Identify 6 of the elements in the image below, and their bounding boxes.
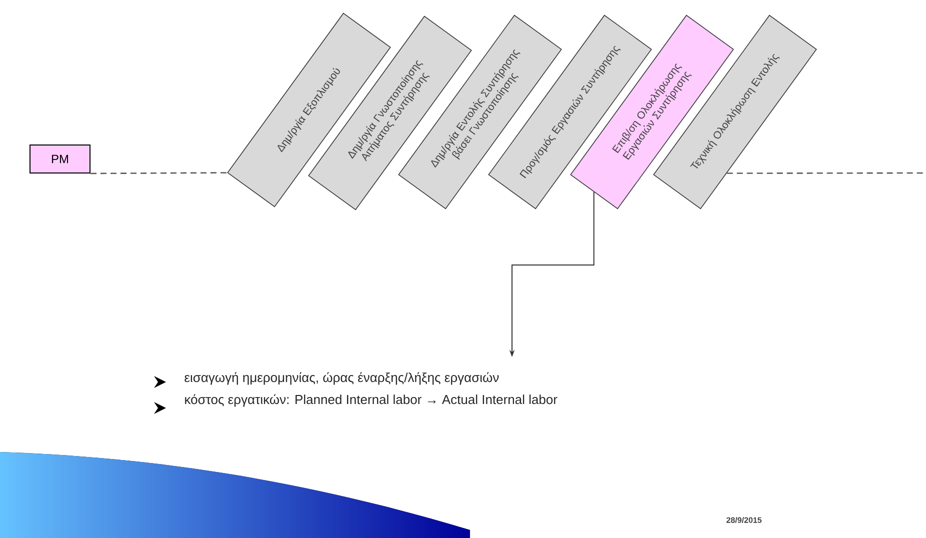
- bullet-text: εισαγωγή ημερομηνίας, ώρας έναρξης/λήξης εργασιών: [184, 372, 499, 385]
- date-label: 28/9/2015: [726, 517, 762, 523]
- process-box: PM: [30, 144, 90, 174]
- connector-line: [726, 172, 926, 174]
- connector-line: [90, 172, 228, 174]
- bullet-text: κόστος εργατικών: Planned Internal labor → Actual Internal labor: [185, 394, 558, 407]
